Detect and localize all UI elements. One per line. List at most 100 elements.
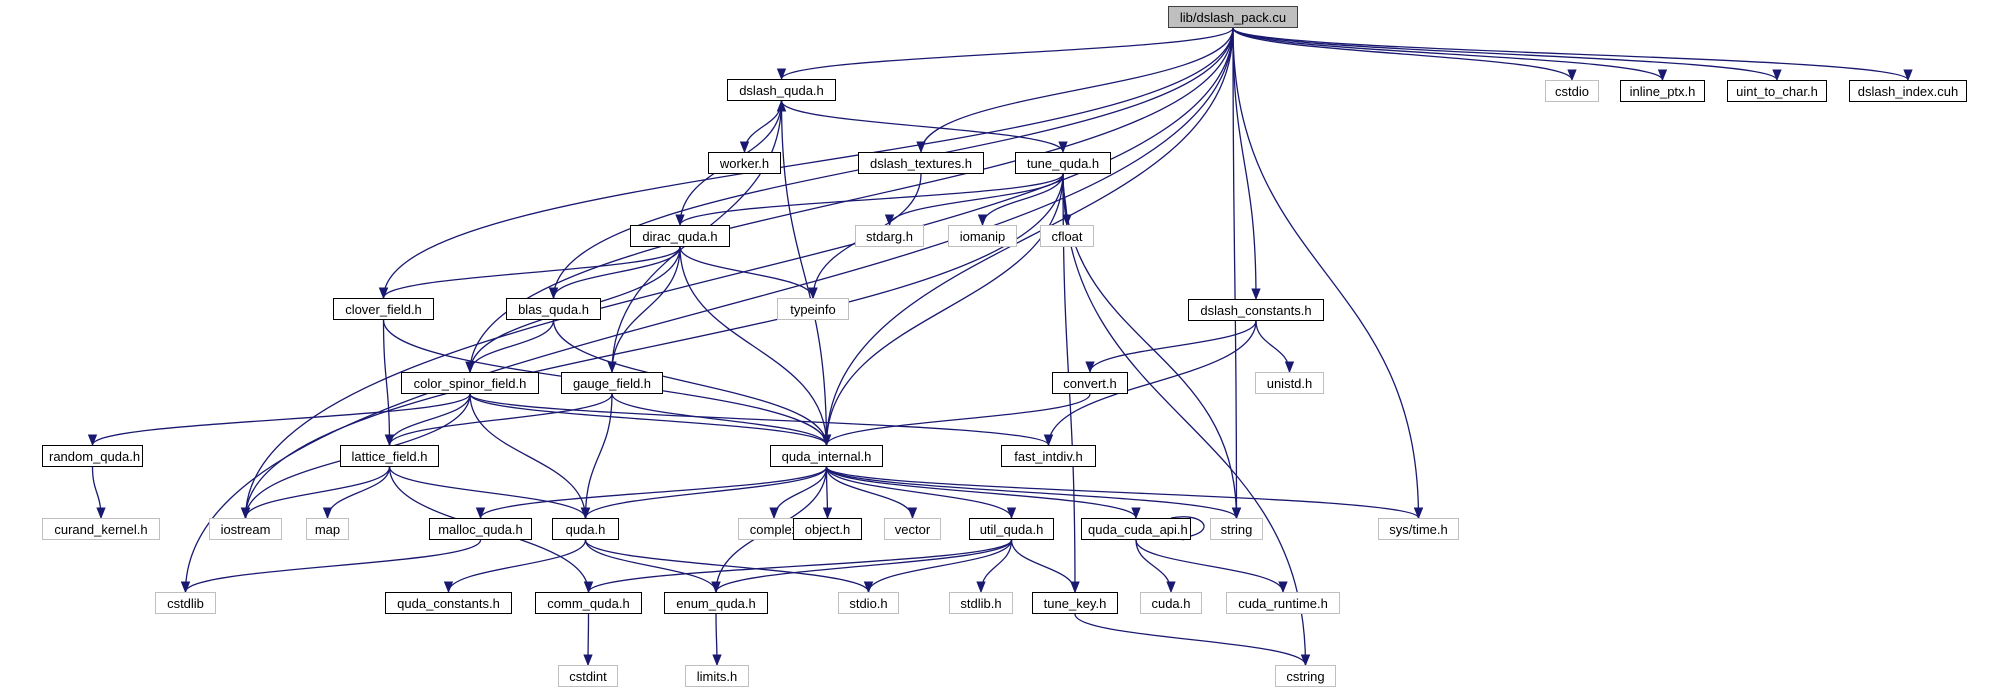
node-quda-internal[interactable]: quda_internal.h xyxy=(770,445,883,467)
node-stdarg: stdarg.h xyxy=(855,225,924,247)
edge-color_spinor_field-to-quda xyxy=(469,393,591,520)
node-dslash-index[interactable]: dslash_index.cuh xyxy=(1849,80,1967,102)
edge-dslash_constants-to-convert xyxy=(1085,320,1257,374)
edge-quda_internal-to-quda xyxy=(580,466,828,520)
node-fast-intdiv[interactable]: fast_intdiv.h xyxy=(1001,445,1096,467)
edge-root-to-iostream xyxy=(240,27,1234,520)
edge-root-to-string xyxy=(1231,27,1242,520)
node-color-spinor-field[interactable]: color_spinor_field.h xyxy=(401,372,539,394)
edge-random_quda-to-curand_kernel xyxy=(91,466,106,520)
node-dslash-textures[interactable]: dslash_textures.h xyxy=(858,152,984,174)
edge-malloc_quda-to-cstdlib xyxy=(180,539,482,594)
node-lattice-field[interactable]: lattice_field.h xyxy=(340,445,439,467)
node-random-quda[interactable]: random_quda.h xyxy=(42,445,143,467)
node-curand-kernel: curand_kernel.h xyxy=(42,518,160,540)
node-cfloat: cfloat xyxy=(1040,225,1094,247)
node-dslash-constants[interactable]: dslash_constants.h xyxy=(1188,299,1324,321)
edge-util_quda-to-stdlib xyxy=(976,539,1013,594)
edge-quda_internal-to-string xyxy=(825,466,1242,520)
edge-dslash_quda-to-tune_quda xyxy=(780,100,1068,154)
edge-util_quda-to-enum_quda xyxy=(711,539,1013,594)
edge-root-to-cstdio xyxy=(1232,27,1577,82)
node-cstdio: cstdio xyxy=(1545,80,1599,102)
edge-lattice_field-to-map xyxy=(322,466,391,520)
edge-blas_quda-to-color_spinor_field xyxy=(465,319,555,374)
edge-quda-to-stdio xyxy=(584,539,874,594)
edge-tune_quda-to-quda_internal xyxy=(821,173,1064,447)
node-quda[interactable]: quda.h xyxy=(552,518,619,540)
node-quda-constants[interactable]: quda_constants.h xyxy=(385,592,512,614)
edge-root-to-dslash_quda xyxy=(777,27,1234,81)
edge-color_spinor_field-to-fast_intdiv xyxy=(469,393,1053,447)
edge-gauge_field-to-quda xyxy=(580,393,613,520)
node-gauge-field[interactable]: gauge_field.h xyxy=(561,372,663,394)
node-inline-ptx[interactable]: inline_ptx.h xyxy=(1620,80,1705,102)
edge-quda-to-quda_constants xyxy=(443,539,587,594)
node-dslash-quda[interactable]: dslash_quda.h xyxy=(727,79,836,101)
node-worker[interactable]: worker.h xyxy=(708,152,781,174)
node-tune-quda[interactable]: tune_quda.h xyxy=(1015,152,1111,174)
node-uint-to-char[interactable]: uint_to_char.h xyxy=(1727,80,1827,102)
edge-quda_internal-to-util_quda xyxy=(825,466,1017,520)
edge-util_quda-to-comm_quda xyxy=(583,539,1013,594)
edge-root-to-uint_to_char xyxy=(1232,27,1782,82)
node-iomanip: iomanip xyxy=(948,225,1017,247)
edge-dirac_quda-to-blas_quda xyxy=(548,246,681,300)
node-clover-field[interactable]: clover_field.h xyxy=(333,298,434,320)
edge-root-to-sys_time xyxy=(1232,27,1424,520)
node-object[interactable]: object.h xyxy=(793,518,862,540)
edge-dirac_quda-to-quda_internal xyxy=(679,246,832,447)
edge-dirac_quda-to-typeinfo xyxy=(679,246,818,300)
edge-quda_internal-to-sys_time xyxy=(825,466,1423,520)
edge-root-to-clover_field xyxy=(378,27,1234,300)
node-comm-quda[interactable]: comm_quda.h xyxy=(535,592,642,614)
edge-dslash_quda-to-worker xyxy=(739,100,783,154)
node-iostream: iostream xyxy=(209,518,282,540)
edge-tune_quda-to-stdarg xyxy=(884,173,1064,227)
edge-quda_cuda_api-to-cuda xyxy=(1135,539,1176,594)
node-cstdlib: cstdlib xyxy=(155,592,216,614)
edge-lattice_field-to-quda xyxy=(388,466,591,520)
node-tune-key[interactable]: tune_key.h xyxy=(1032,592,1118,614)
edge-clover_field-to-lattice_field xyxy=(382,319,395,447)
edge-tune_quda-to-cstring xyxy=(1062,173,1311,667)
edge-tune_key-to-cstring xyxy=(1074,613,1311,667)
edge-tune_quda-to-iomanip xyxy=(977,173,1064,227)
edge-root-to-cstdlib xyxy=(180,27,1234,594)
edge-quda_internal-to-vector xyxy=(825,466,918,520)
edge-root-to-quda_internal xyxy=(821,27,1234,447)
edge-root-to-color_spinor_field xyxy=(465,27,1234,374)
edge-root-to-dslash_textures xyxy=(916,27,1234,154)
node-quda-cuda-api[interactable]: quda_cuda_api.h xyxy=(1081,518,1191,540)
edge-dslash_constants-to-fast_intdiv xyxy=(1043,320,1257,447)
edge-dirac_quda-to-clover_field xyxy=(378,246,681,300)
node-cstring: cstring xyxy=(1275,665,1336,687)
edge-color_spinor_field-to-random_quda xyxy=(87,393,471,447)
edge-root-to-dslash_constants xyxy=(1232,27,1261,301)
edge-quda_internal-to-quda_cuda_api xyxy=(825,466,1141,520)
edge-gauge_field-to-lattice_field xyxy=(384,393,613,447)
node-convert[interactable]: convert.h xyxy=(1052,372,1128,394)
node-dirac-quda[interactable]: dirac_quda.h xyxy=(630,225,730,247)
edge-blas_quda-to-quda_internal xyxy=(552,319,832,447)
node-util-quda[interactable]: util_quda.h xyxy=(969,518,1054,540)
edge-convert-to-quda_internal xyxy=(821,393,1091,447)
edge-enum_quda-to-limits xyxy=(712,613,722,667)
edge-quda_cuda_api-to-cuda_runtime xyxy=(1135,539,1288,594)
edge-root-to-dslash_index xyxy=(1232,27,1913,82)
node-complex: complex xyxy=(738,518,810,540)
node-malloc-quda[interactable]: malloc_quda.h xyxy=(429,518,532,540)
node-enum-quda[interactable]: enum_quda.h xyxy=(664,592,768,614)
edge-util_quda-to-stdio xyxy=(863,539,1013,594)
edge-lattice_field-to-iostream xyxy=(240,466,391,520)
node-sys-time: sys/time.h xyxy=(1378,518,1459,540)
edge-color_spinor_field-to-quda_internal xyxy=(469,393,832,447)
node-stdlib: stdlib.h xyxy=(949,592,1013,614)
edge-util_quda-to-tune_key xyxy=(1010,539,1080,594)
edge-dirac_quda-to-gauge_field xyxy=(607,246,681,374)
node-string: string xyxy=(1210,518,1263,540)
node-stdio: stdio.h xyxy=(838,592,899,614)
node-blas-quda[interactable]: blas_quda.h xyxy=(506,298,601,320)
